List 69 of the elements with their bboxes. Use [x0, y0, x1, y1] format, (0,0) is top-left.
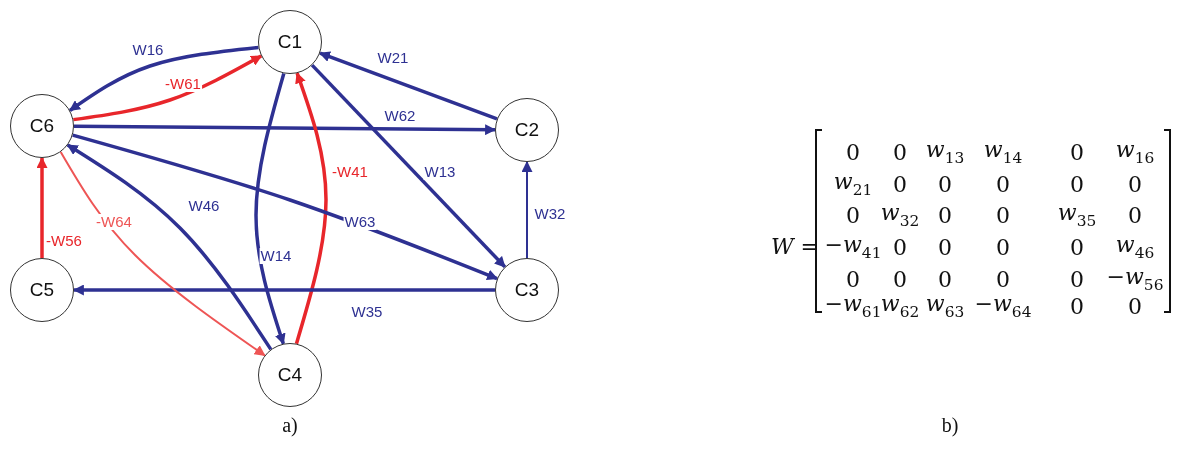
edge-label: W35 [350, 304, 384, 320]
matrix-entry: w$_{63}$ [925, 291, 965, 321]
matrix-entry: w$_{21}$ [833, 169, 873, 199]
arrow [72, 284, 495, 296]
matrix-entry: 0 [938, 202, 952, 228]
matrix-entry: 0 [1070, 139, 1084, 165]
panel-caption: b) [941, 413, 959, 437]
matrix-entry: 0 [996, 266, 1010, 292]
edge-label: W13 [423, 164, 457, 180]
arrow [36, 156, 48, 258]
edge-label: -W61 [164, 76, 202, 92]
matrix-entry: 0 [938, 234, 952, 260]
matrix-entry: 0 [893, 171, 907, 197]
matrix-entry: 0 [996, 171, 1010, 197]
node-circle [258, 10, 322, 74]
node-label: C5 [29, 279, 55, 301]
edge-label: W21 [376, 50, 410, 66]
arrow [254, 72, 286, 345]
node-label: C3 [514, 279, 540, 301]
matrix-entry: 0 [893, 266, 907, 292]
matrix-entry: 0 [846, 139, 860, 165]
matrix-entry: 0 [1070, 171, 1084, 197]
matrix-entry: −w$_{64}$ [974, 291, 1032, 321]
node-label: C4 [277, 364, 303, 386]
edge-label: W46 [187, 198, 221, 214]
edge-label: W62 [383, 108, 417, 124]
arrow [318, 51, 498, 121]
matrix-entry: 0 [1128, 171, 1142, 197]
matrix-entry: w$_{35}$ [1057, 200, 1097, 230]
matrix-entry: w$_{13}$ [925, 137, 965, 167]
matrix-entry: 0 [996, 234, 1010, 260]
matrix-entry: 0 [996, 202, 1010, 228]
panel-caption: a) [282, 413, 298, 437]
arrow [73, 54, 263, 122]
matrix-entry: 0 [846, 266, 860, 292]
node-label: C1 [277, 31, 303, 53]
matrix-entry: −w$_{61}$ [824, 291, 882, 321]
edge-label: -W41 [331, 164, 369, 180]
arrow [310, 63, 507, 269]
edge-label: W14 [259, 248, 293, 264]
matrix-entry: −w$_{41}$ [824, 232, 882, 262]
edge-label: -W64 [95, 214, 133, 230]
matrix-entry: w$_{14}$ [983, 137, 1023, 167]
edge-label: W16 [131, 42, 165, 58]
arrow [521, 160, 533, 259]
node-label: C6 [29, 115, 55, 137]
arrow [72, 133, 499, 281]
matrix-entry: 0 [893, 234, 907, 260]
edge-label: W32 [533, 206, 567, 222]
matrix-entry: w$_{62}$ [880, 291, 920, 321]
matrix-entry: w$_{46}$ [1115, 232, 1155, 262]
arrow [294, 72, 328, 345]
arrow [68, 45, 259, 112]
matrix-entry: 0 [938, 266, 952, 292]
node-label: C2 [514, 119, 540, 141]
edge-label: W63 [343, 214, 377, 230]
edge-label: -W56 [45, 233, 83, 249]
matrix-entry: w$_{16}$ [1115, 137, 1155, 167]
matrix-entry: 0 [846, 202, 860, 228]
matrix-entry: 0 [1070, 234, 1084, 260]
matrix-entry: 0 [1128, 202, 1142, 228]
matrix-entry: 0 [1128, 293, 1142, 319]
matrix-entry: 0 [1070, 293, 1084, 319]
matrix-entry: −w$_{56}$ [1106, 264, 1164, 294]
arrow [74, 124, 497, 136]
matrix-entry: 0 [938, 171, 952, 197]
matrix-entry: 0 [1070, 266, 1084, 292]
matrix-entry: 0 [893, 139, 907, 165]
matrix-entry: w$_{32}$ [880, 200, 920, 230]
